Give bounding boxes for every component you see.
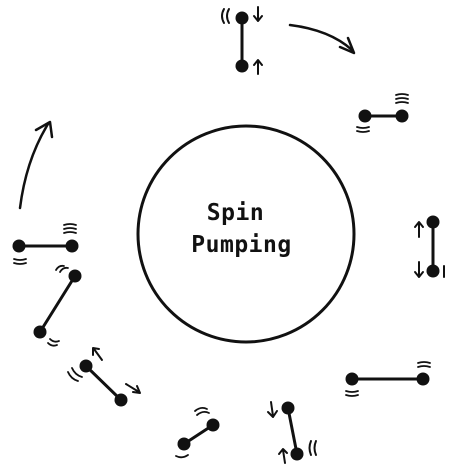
spin-dumbbell-top [222,7,262,74]
motion-mark-icon [418,362,430,367]
spin-arrow-icon [126,384,140,393]
motion-mark-icon [195,408,209,415]
motion-mark-icon [48,339,59,346]
spin-down-arrow-icon [254,7,262,21]
circulation-arrow-top [290,25,354,53]
spin-dumbbell-left-diagonal [34,266,82,346]
motion-mark-icon [176,455,188,457]
motion-mark-icon [68,368,82,381]
center-label-line-1: Spin [10,200,451,226]
spin-dumbbell-upper-right [357,94,409,132]
motion-mark-icon [310,441,317,455]
spin-arrow-icon [93,348,102,360]
motion-mark-icon [357,127,369,132]
motion-mark-icon [56,266,68,272]
circulation-arrow-left [20,122,52,208]
spin-up-arrow-icon [254,60,262,74]
spin-down-arrow-icon [268,402,277,417]
spin-up-arrow-icon [279,449,287,463]
motion-mark-icon [14,259,26,264]
spin-down-arrow-icon [415,262,423,277]
spin-dumbbell-bottom-left [176,408,220,457]
motion-mark-icon [346,391,358,396]
motion-mark-icon [396,94,408,103]
spin-dumbbell-bottom [268,402,316,464]
motion-mark-icon [222,9,229,23]
spin-dumbbell-lower-right [346,362,431,396]
spin-dumbbell-lower-left [68,348,140,407]
center-label-line-2: Pumping [16,232,451,258]
